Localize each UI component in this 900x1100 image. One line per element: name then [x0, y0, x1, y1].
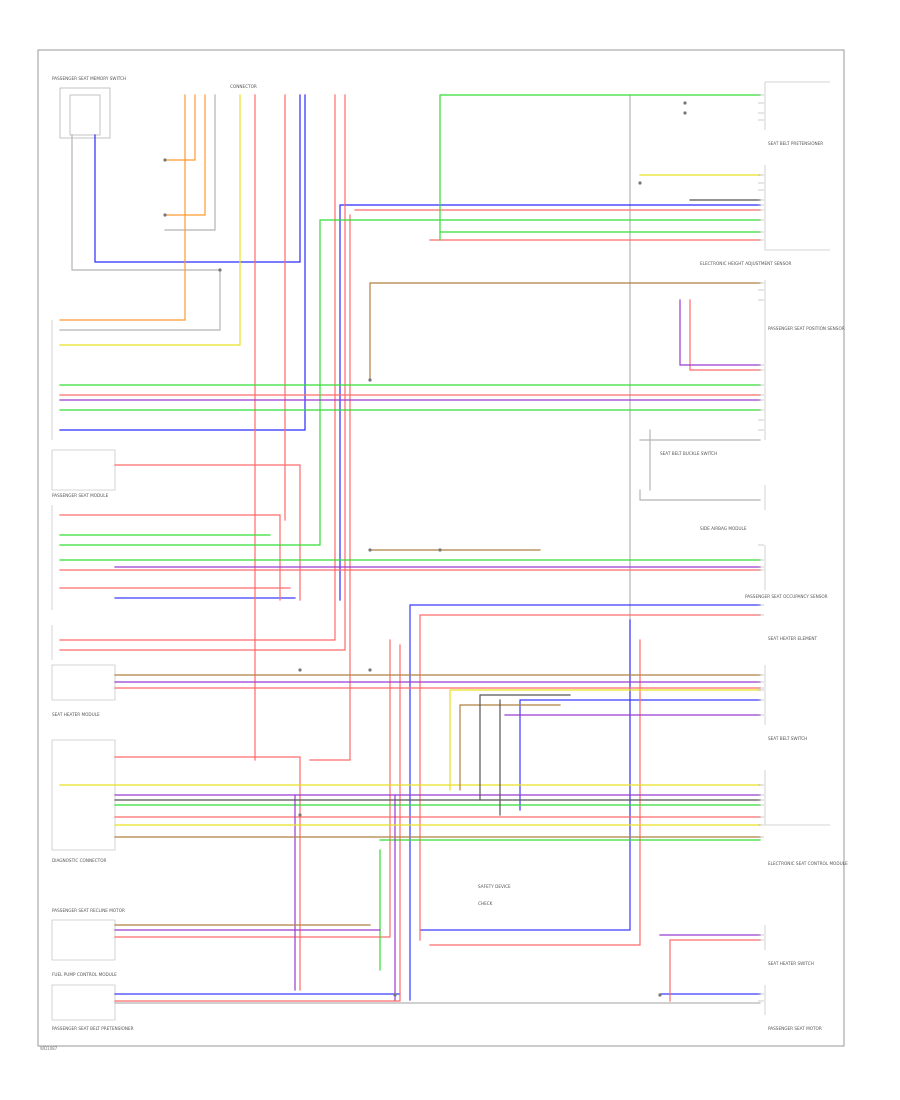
wire-red-18 [114, 756, 301, 991]
junction-dot [683, 111, 687, 115]
note-check: CHECK [478, 901, 493, 906]
page-code: WD1087 [40, 1046, 58, 1051]
wire-blue-2 [59, 94, 306, 431]
diagram-frame [37, 49, 845, 1047]
wire-gray-5 [639, 489, 761, 501]
wire-red-14 [419, 614, 761, 941]
left-label-pretensioner: PASSENGER SEAT BELT PRETENSIONER [52, 1026, 134, 1031]
wire-group-gray [59, 94, 761, 1004]
right-bracket-1 [764, 81, 830, 130]
wire-orange-1 [59, 94, 186, 321]
wire-red-4 [309, 214, 351, 761]
left-module-bracket-4 [51, 664, 116, 701]
right-bracket-7 [764, 770, 830, 826]
seat-memory-switch-inner [69, 94, 101, 136]
wire-group-purple [59, 299, 761, 1001]
junction-dot [683, 101, 687, 105]
seat-memory-switch-label: PASSENGER SEAT MEMORY SWITCH [52, 76, 126, 81]
wire-blue-4 [409, 604, 761, 1001]
left-module-bracket-6 [51, 919, 116, 961]
left-label-recline-motor: PASSENGER SEAT RECLINE MOTOR [52, 908, 125, 913]
wire-group-black [114, 199, 761, 816]
junction-dot [298, 668, 302, 672]
junction-dot [368, 378, 372, 382]
wire-group-blue [59, 94, 761, 1001]
wire-gray-2 [164, 94, 216, 231]
junction-dot [658, 993, 662, 997]
wire-orange-3 [164, 94, 206, 216]
junction-dot [163, 158, 167, 162]
note-safety-device: SAFETY DEVICE [478, 884, 511, 889]
wire-red-15 [429, 639, 641, 946]
wire-blue-8 [419, 619, 631, 931]
wire-red-13 [114, 644, 401, 1002]
right-label-3: PASSENGER SEAT POSITION SENSOR [768, 326, 845, 331]
wire-group-orange [59, 94, 206, 321]
wire-black-1 [479, 694, 571, 801]
right-label-9: ELECTRONIC SEAT CONTROL MODULE [768, 861, 848, 866]
wire-brown-1 [369, 282, 761, 381]
wire-gray-1 [71, 134, 221, 271]
junction-dot [163, 213, 167, 217]
right-label-5: SIDE AIRBAG MODULE [700, 526, 747, 531]
left-label-heater-module: SEAT HEATER MODULE [52, 712, 100, 717]
wire-green-4 [59, 219, 761, 546]
wire-red-2 [59, 94, 346, 651]
wire-blue-1 [94, 94, 301, 263]
right-bracket-2 [764, 165, 830, 251]
wire-red-1 [59, 94, 336, 641]
wire-purple-7 [679, 299, 761, 366]
right-label-2: ELECTRONIC HEIGHT ADJUSTMENT SENSOR [700, 261, 792, 266]
junction-dot [638, 181, 642, 185]
left-label-diagnostic: DIAGNOSTIC CONNECTOR [52, 858, 107, 863]
left-label-fuel-pump: FUEL PUMP CONTROL MODULE [52, 972, 117, 977]
junction-dot [368, 668, 372, 672]
right-label-11: PASSENGER SEAT MOTOR [768, 1026, 822, 1031]
junction-dot [438, 548, 442, 552]
left-label-seat-module: PASSENGER SEAT MODULE [52, 493, 109, 498]
wire-group-green [59, 94, 761, 971]
right-label-6: PASSENGER SEAT OCCUPANCY SENSOR [745, 594, 828, 599]
junction-dot [393, 993, 397, 997]
left-module-bracket-5 [51, 739, 116, 851]
wire-red-12 [114, 639, 391, 938]
seat-memory-switch-box [59, 87, 111, 139]
pin-ticks [758, 94, 764, 1002]
right-label-8: SEAT BELT SWITCH [768, 736, 807, 741]
wire-red-17 [689, 299, 761, 371]
junction-dot [298, 813, 302, 817]
wire-orange-2 [164, 94, 196, 161]
junction-dot [368, 548, 372, 552]
right-label-4: SEAT BELT BUCKLE SWITCH [660, 451, 717, 456]
wire-blue-3 [339, 204, 761, 601]
top-connector-label: CONNECTOR [230, 84, 257, 89]
right-label-1: SEAT BELT PRETENSIONER [768, 141, 823, 146]
wire-gray-3 [59, 269, 221, 331]
wire-red-6 [59, 514, 281, 601]
wire-group-yellow [59, 94, 761, 826]
junction-dot [218, 268, 222, 272]
wire-red-16 [669, 939, 761, 1002]
left-module-bracket-7 [51, 984, 116, 1021]
left-module-bracket-1 [51, 320, 116, 491]
wire-red-5 [114, 464, 301, 601]
right-connector-pins [758, 94, 764, 1002]
wire-yellow-3 [449, 689, 761, 791]
wire-yellow-1 [59, 94, 241, 346]
wire-group-brown [114, 282, 761, 926]
wire-group-red [59, 94, 761, 1002]
right-label-10: SEAT HEATER SWITCH [768, 961, 814, 966]
wire-green-1 [439, 94, 761, 241]
wire-brown-6 [459, 704, 561, 791]
right-label-7: SEAT HEATER ELEMENT [768, 636, 818, 641]
junction-dots [163, 101, 687, 997]
